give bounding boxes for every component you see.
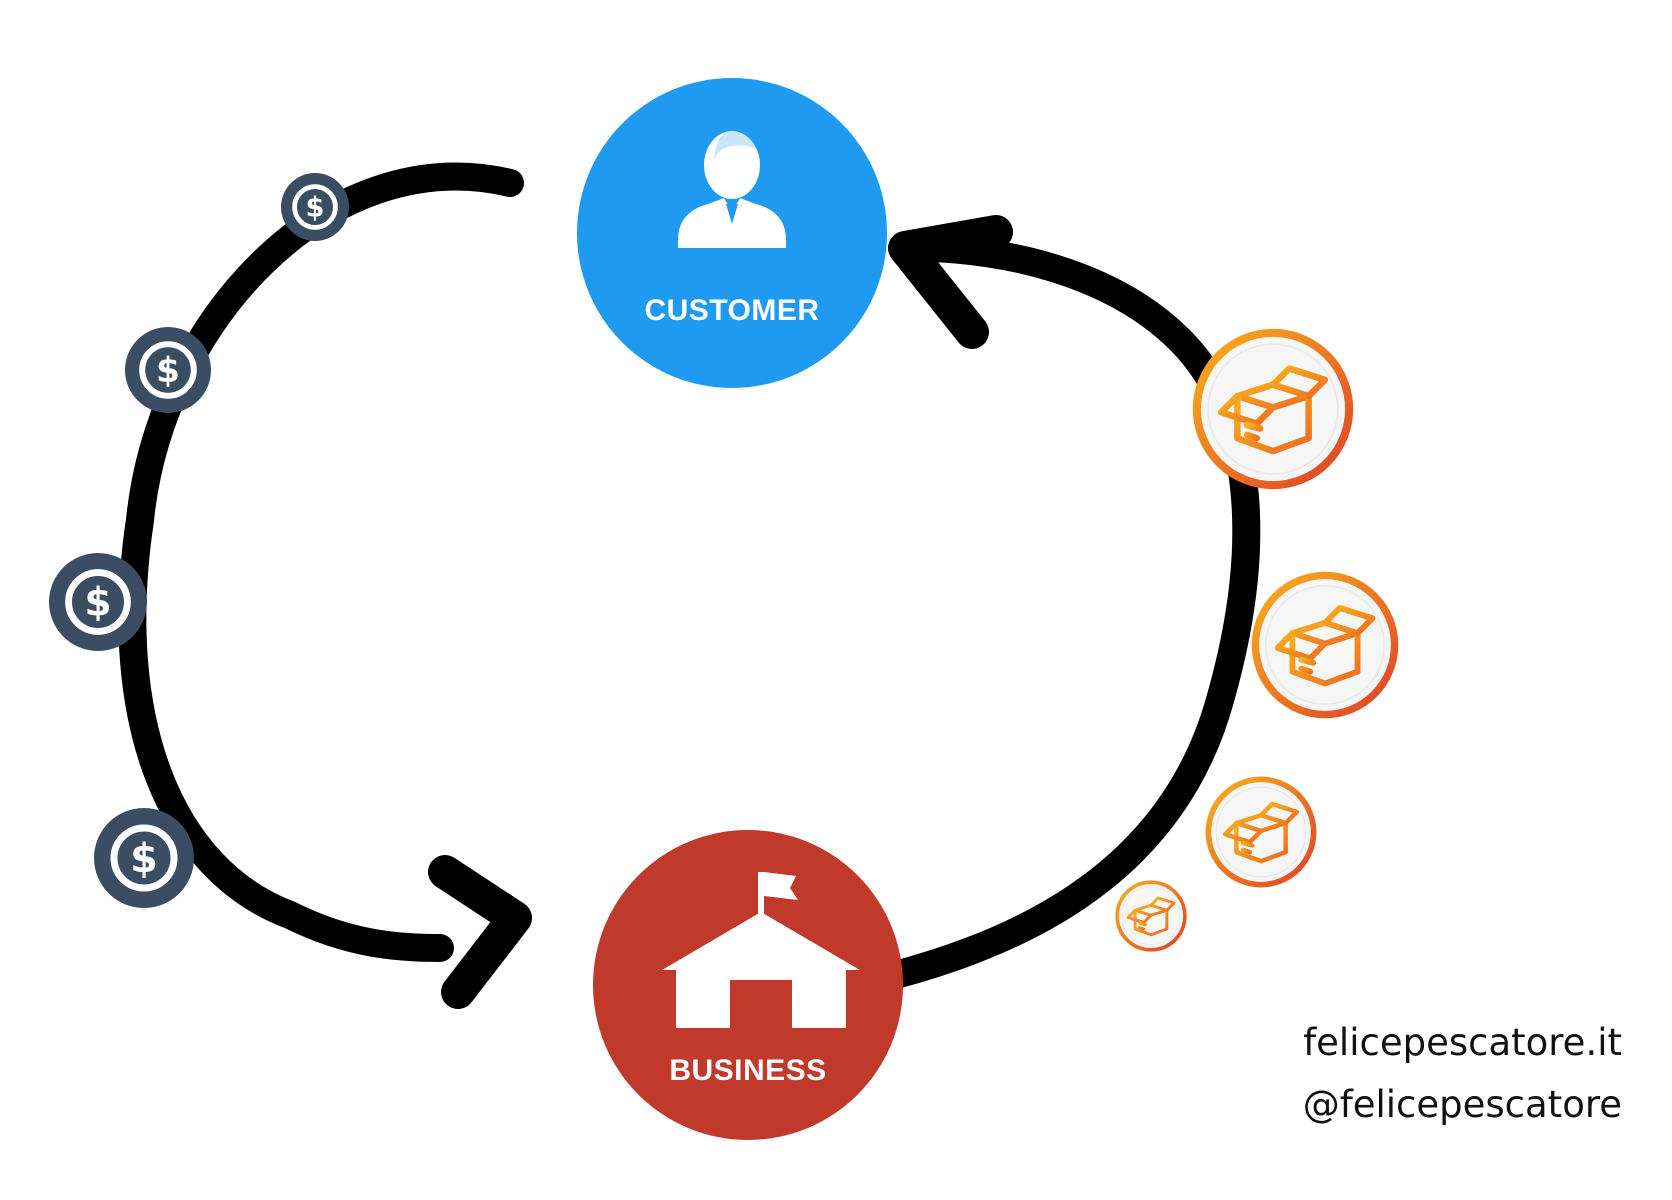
dollar-coin-icon — [281, 173, 349, 241]
dollar-coin-icon — [94, 808, 194, 908]
package-box-icon — [1255, 575, 1394, 714]
product-flow-arrow — [841, 215, 1261, 999]
website-link[interactable]: felicepescatore.it — [1303, 1021, 1622, 1064]
money-coins — [49, 173, 349, 908]
business-label: BUSINESS — [669, 1054, 826, 1087]
package-box-icon — [1197, 333, 1349, 485]
dollar-coin-icon — [125, 327, 211, 413]
dollar-coin-icon — [49, 553, 147, 651]
business-node: BUSINESS — [593, 830, 903, 1140]
person-icon — [678, 129, 786, 248]
package-box-icon — [1115, 880, 1187, 952]
customer-label: CUSTOMER — [644, 294, 819, 327]
house-flag-icon — [662, 872, 860, 1028]
customer-node: CUSTOMER — [577, 78, 887, 388]
product-boxes — [1115, 333, 1394, 952]
author-credits: felicepescatore.it @felicepescatore — [1303, 1012, 1622, 1136]
business-circle — [593, 830, 903, 1140]
social-handle: @felicepescatore — [1302, 1083, 1622, 1126]
package-box-icon — [1208, 779, 1313, 884]
